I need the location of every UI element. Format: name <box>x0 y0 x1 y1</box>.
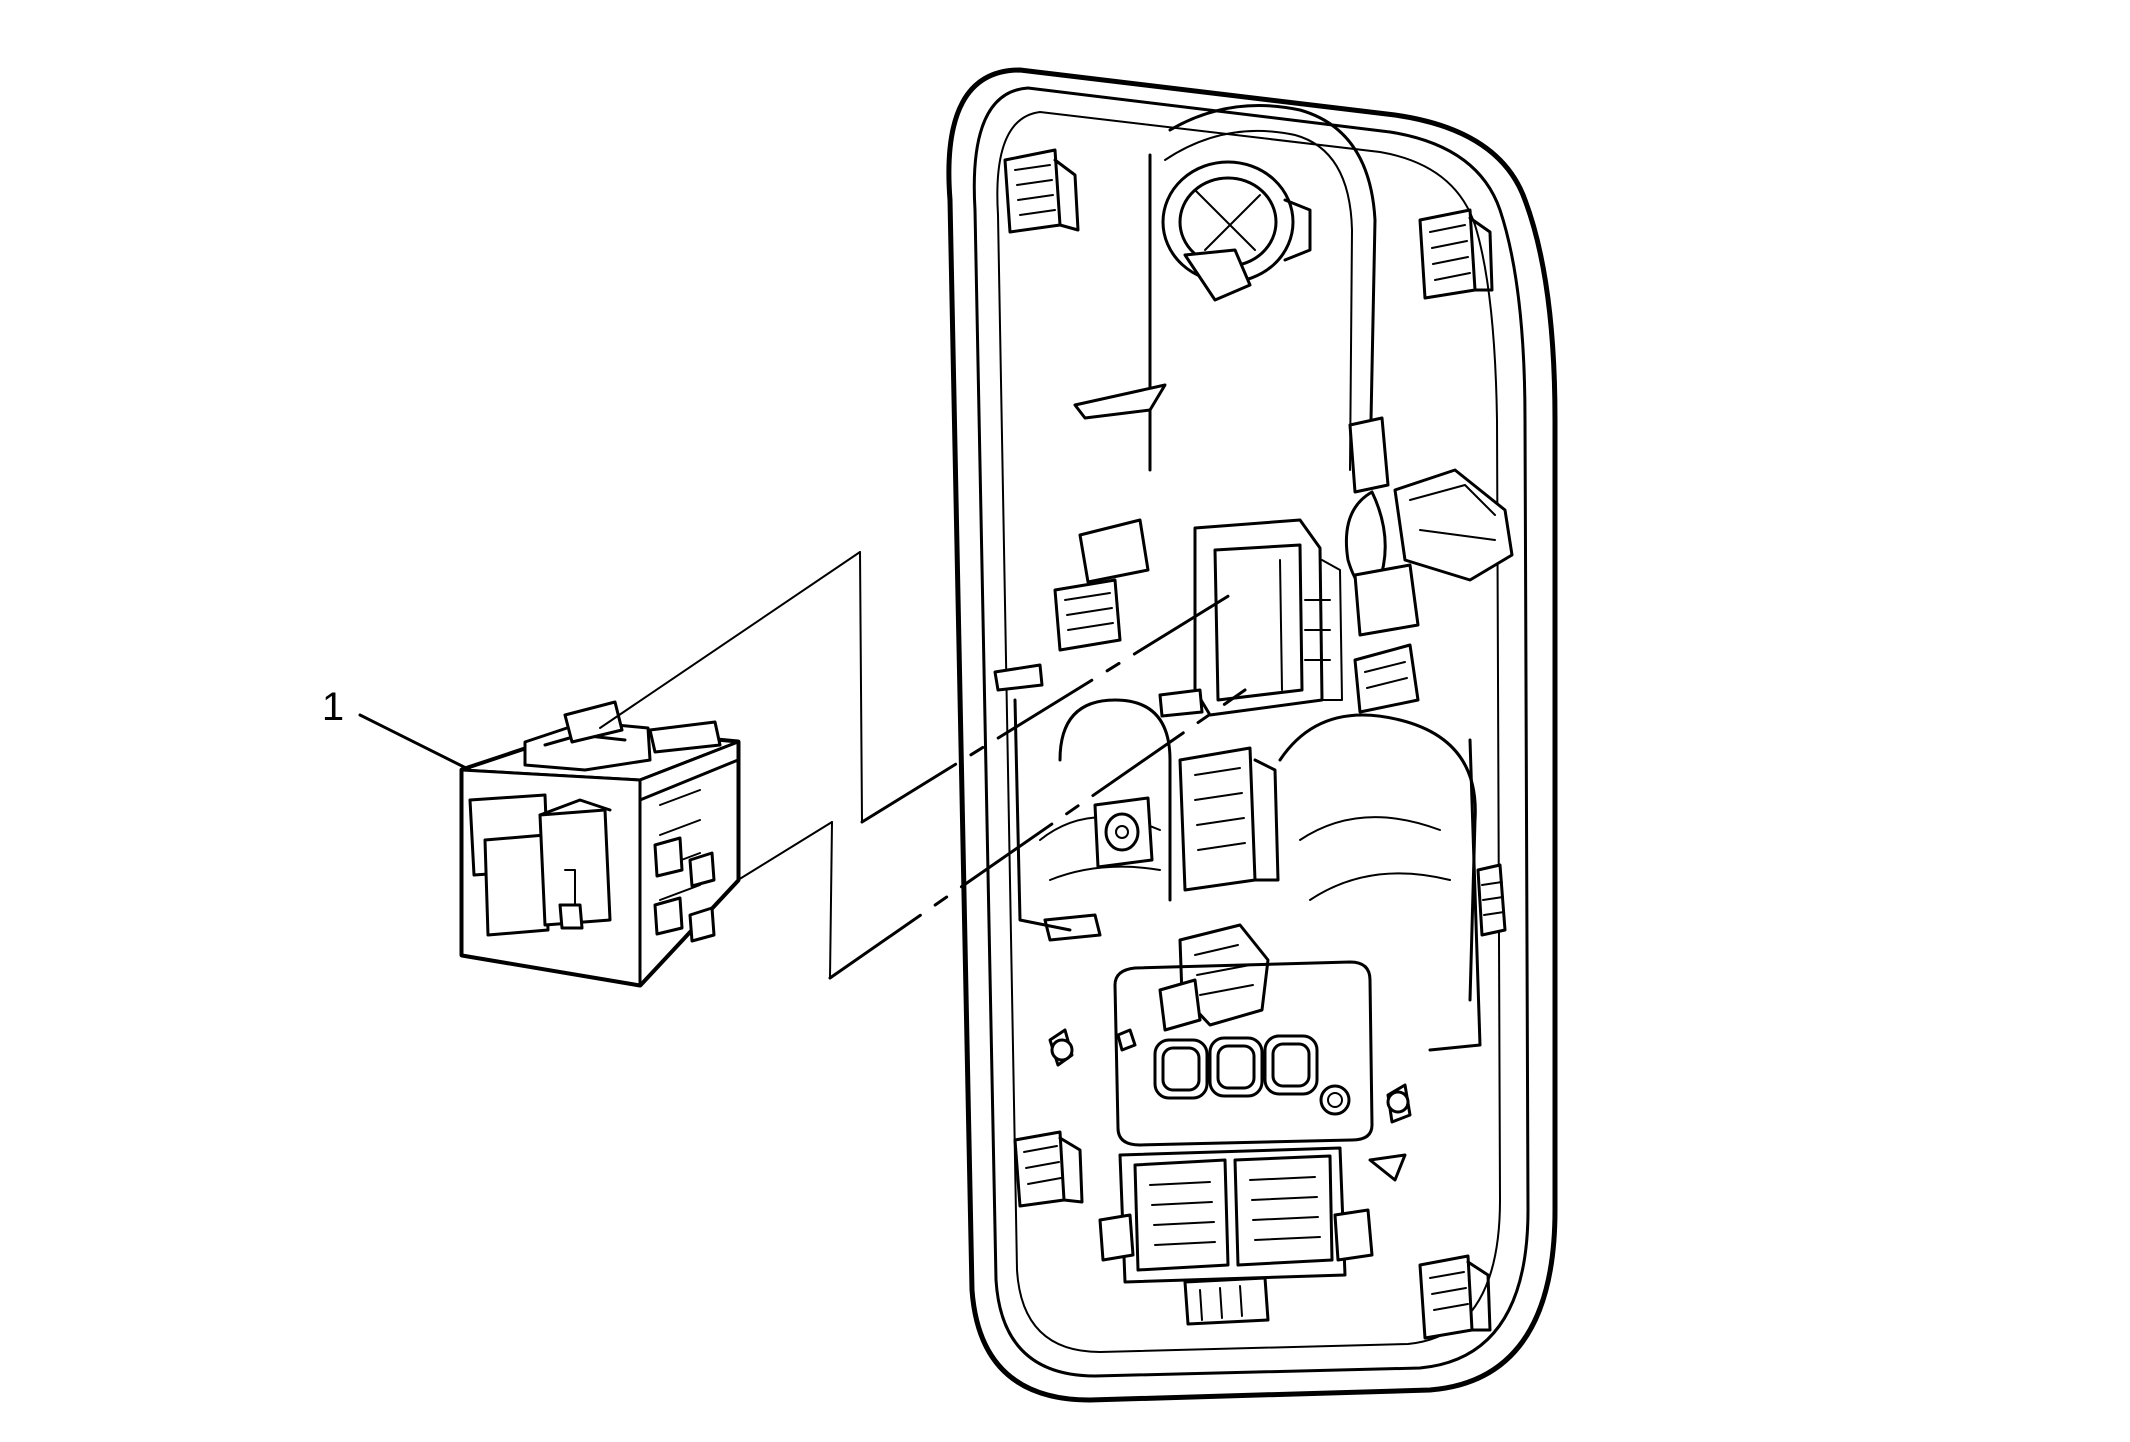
retaining-clip-bottom-left <box>1013 1130 1084 1208</box>
screw-bosses <box>1048 1028 1412 1182</box>
housing-wedge-tab <box>1073 383 1167 420</box>
switch-top-latch <box>523 700 722 772</box>
side-snap-clip-right <box>1353 563 1420 714</box>
callout-1-leader-line <box>358 713 472 772</box>
round-connector-top <box>1161 160 1312 302</box>
retaining-clip-top-left <box>1003 148 1080 234</box>
callout-1: 1 <box>322 685 472 772</box>
assembly-leader-lower <box>737 688 1247 980</box>
lamp-reflector-right <box>1278 713 1482 1052</box>
callout-1-label: 1 <box>322 685 344 729</box>
switch-receiving-pocket <box>1193 518 1343 717</box>
assembly-leader-upper <box>599 551 1232 824</box>
lamp-connector-lower <box>1158 923 1270 1032</box>
switch-front-buttons <box>468 793 612 937</box>
housing-inner-channel <box>1148 104 1377 472</box>
retaining-clip-top-right <box>1418 208 1494 300</box>
retaining-clip-bottom-right <box>1418 1254 1492 1340</box>
switch-side-terminals <box>638 740 740 943</box>
alignment-pins <box>993 663 1204 942</box>
wiring-harness-connector <box>1344 416 1514 591</box>
lamp-bulb-socket-left <box>1093 796 1154 869</box>
side-snap-clip-left <box>1053 518 1150 652</box>
lower-button-panel <box>1113 960 1374 1147</box>
side-slide-switch <box>1476 863 1507 937</box>
bottom-electrical-connector <box>1098 1146 1374 1326</box>
center-bracket <box>1178 746 1280 892</box>
